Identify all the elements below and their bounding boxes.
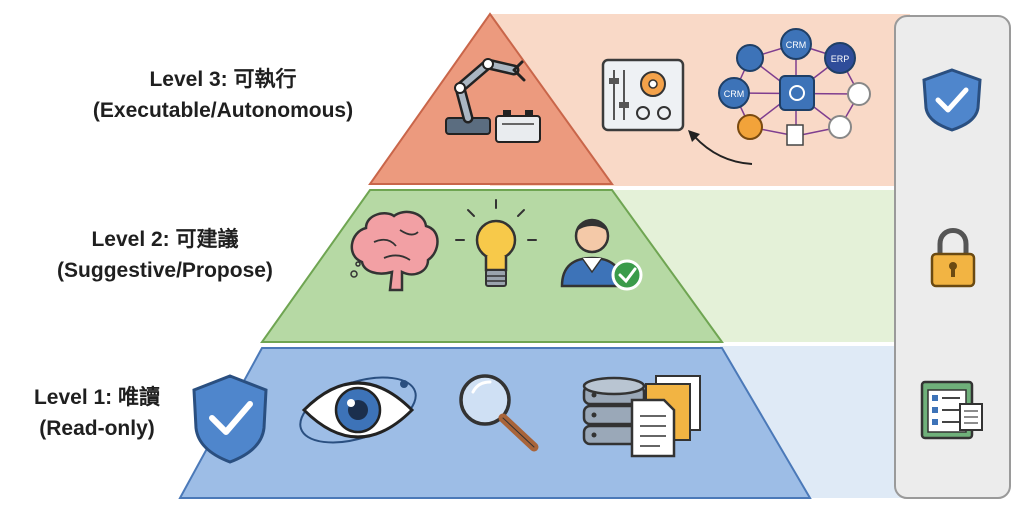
user-approved-icon: [560, 218, 643, 291]
robot-arm-icon: [445, 58, 526, 135]
node-label: CRM: [724, 89, 745, 99]
level-2-subtitle: (Suggestive/Propose): [57, 259, 273, 282]
level-3-title: Level 3: 可執行: [149, 68, 297, 91]
node-label: CRM: [786, 40, 807, 50]
level-3-label: Level 3: 可執行 (Executable/Autonomous): [40, 64, 406, 126]
brain-icon: [350, 210, 439, 292]
network-hub-icon: CRM ERP CRM: [718, 28, 871, 146]
list-table-icon: [920, 380, 983, 440]
eye-icon: [299, 376, 417, 444]
level-1-label: Level 1: 唯讀 (Read-only): [4, 382, 190, 444]
level-3-subtitle: (Executable/Autonomous): [92, 99, 354, 122]
arrow-head: [688, 130, 700, 142]
node-label: ERP: [831, 54, 850, 64]
level-2-title: Level 2: 可建議: [91, 228, 239, 251]
level-1-title: Level 1: 唯讀: [33, 386, 161, 409]
shield-check-icon: [922, 68, 982, 132]
padlock-icon: [930, 228, 976, 288]
lightbulb-icon: [455, 199, 537, 287]
control-panel-icon: [601, 58, 685, 132]
shield-check-icon: [192, 374, 268, 464]
documents-icon: [630, 375, 701, 458]
level-1-subtitle: (Read-only): [39, 417, 155, 440]
pyramid-tier-3: [368, 12, 614, 185]
battery-icon: [495, 110, 541, 143]
level-2-label: Level 2: 可建議 (Suggestive/Propose): [20, 224, 310, 286]
magnifier-icon: [459, 374, 539, 452]
arrow-icon: [693, 135, 753, 165]
